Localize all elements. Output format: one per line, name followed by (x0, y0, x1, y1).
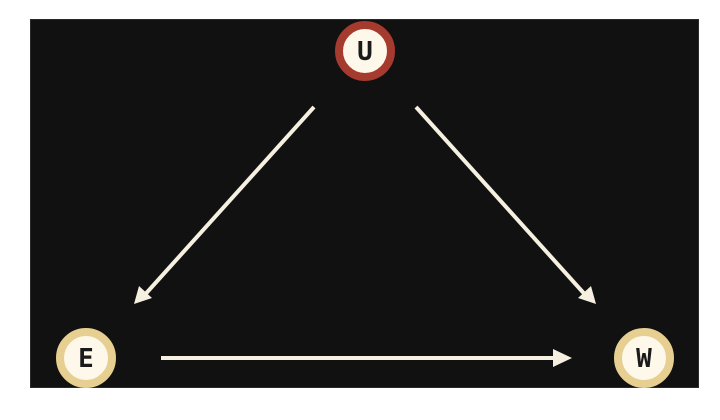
node-w-label: W (636, 344, 652, 374)
node-w-circle (614, 328, 674, 388)
arrowhead-u-to-w (578, 286, 596, 304)
node-e-label: E (78, 344, 94, 374)
node-e-circle (56, 328, 116, 388)
node-u-circle (335, 21, 395, 81)
edge-u-to-w (414, 105, 591, 301)
arrowhead-u-to-e (134, 286, 152, 304)
node-e: E (56, 328, 116, 388)
diagram-canvas (30, 19, 699, 388)
node-u-label: U (357, 37, 373, 67)
edge-u-to-e (139, 105, 316, 301)
node-w: W (614, 328, 674, 388)
arrowhead-e-to-w (553, 349, 572, 367)
node-u: U (335, 21, 395, 81)
